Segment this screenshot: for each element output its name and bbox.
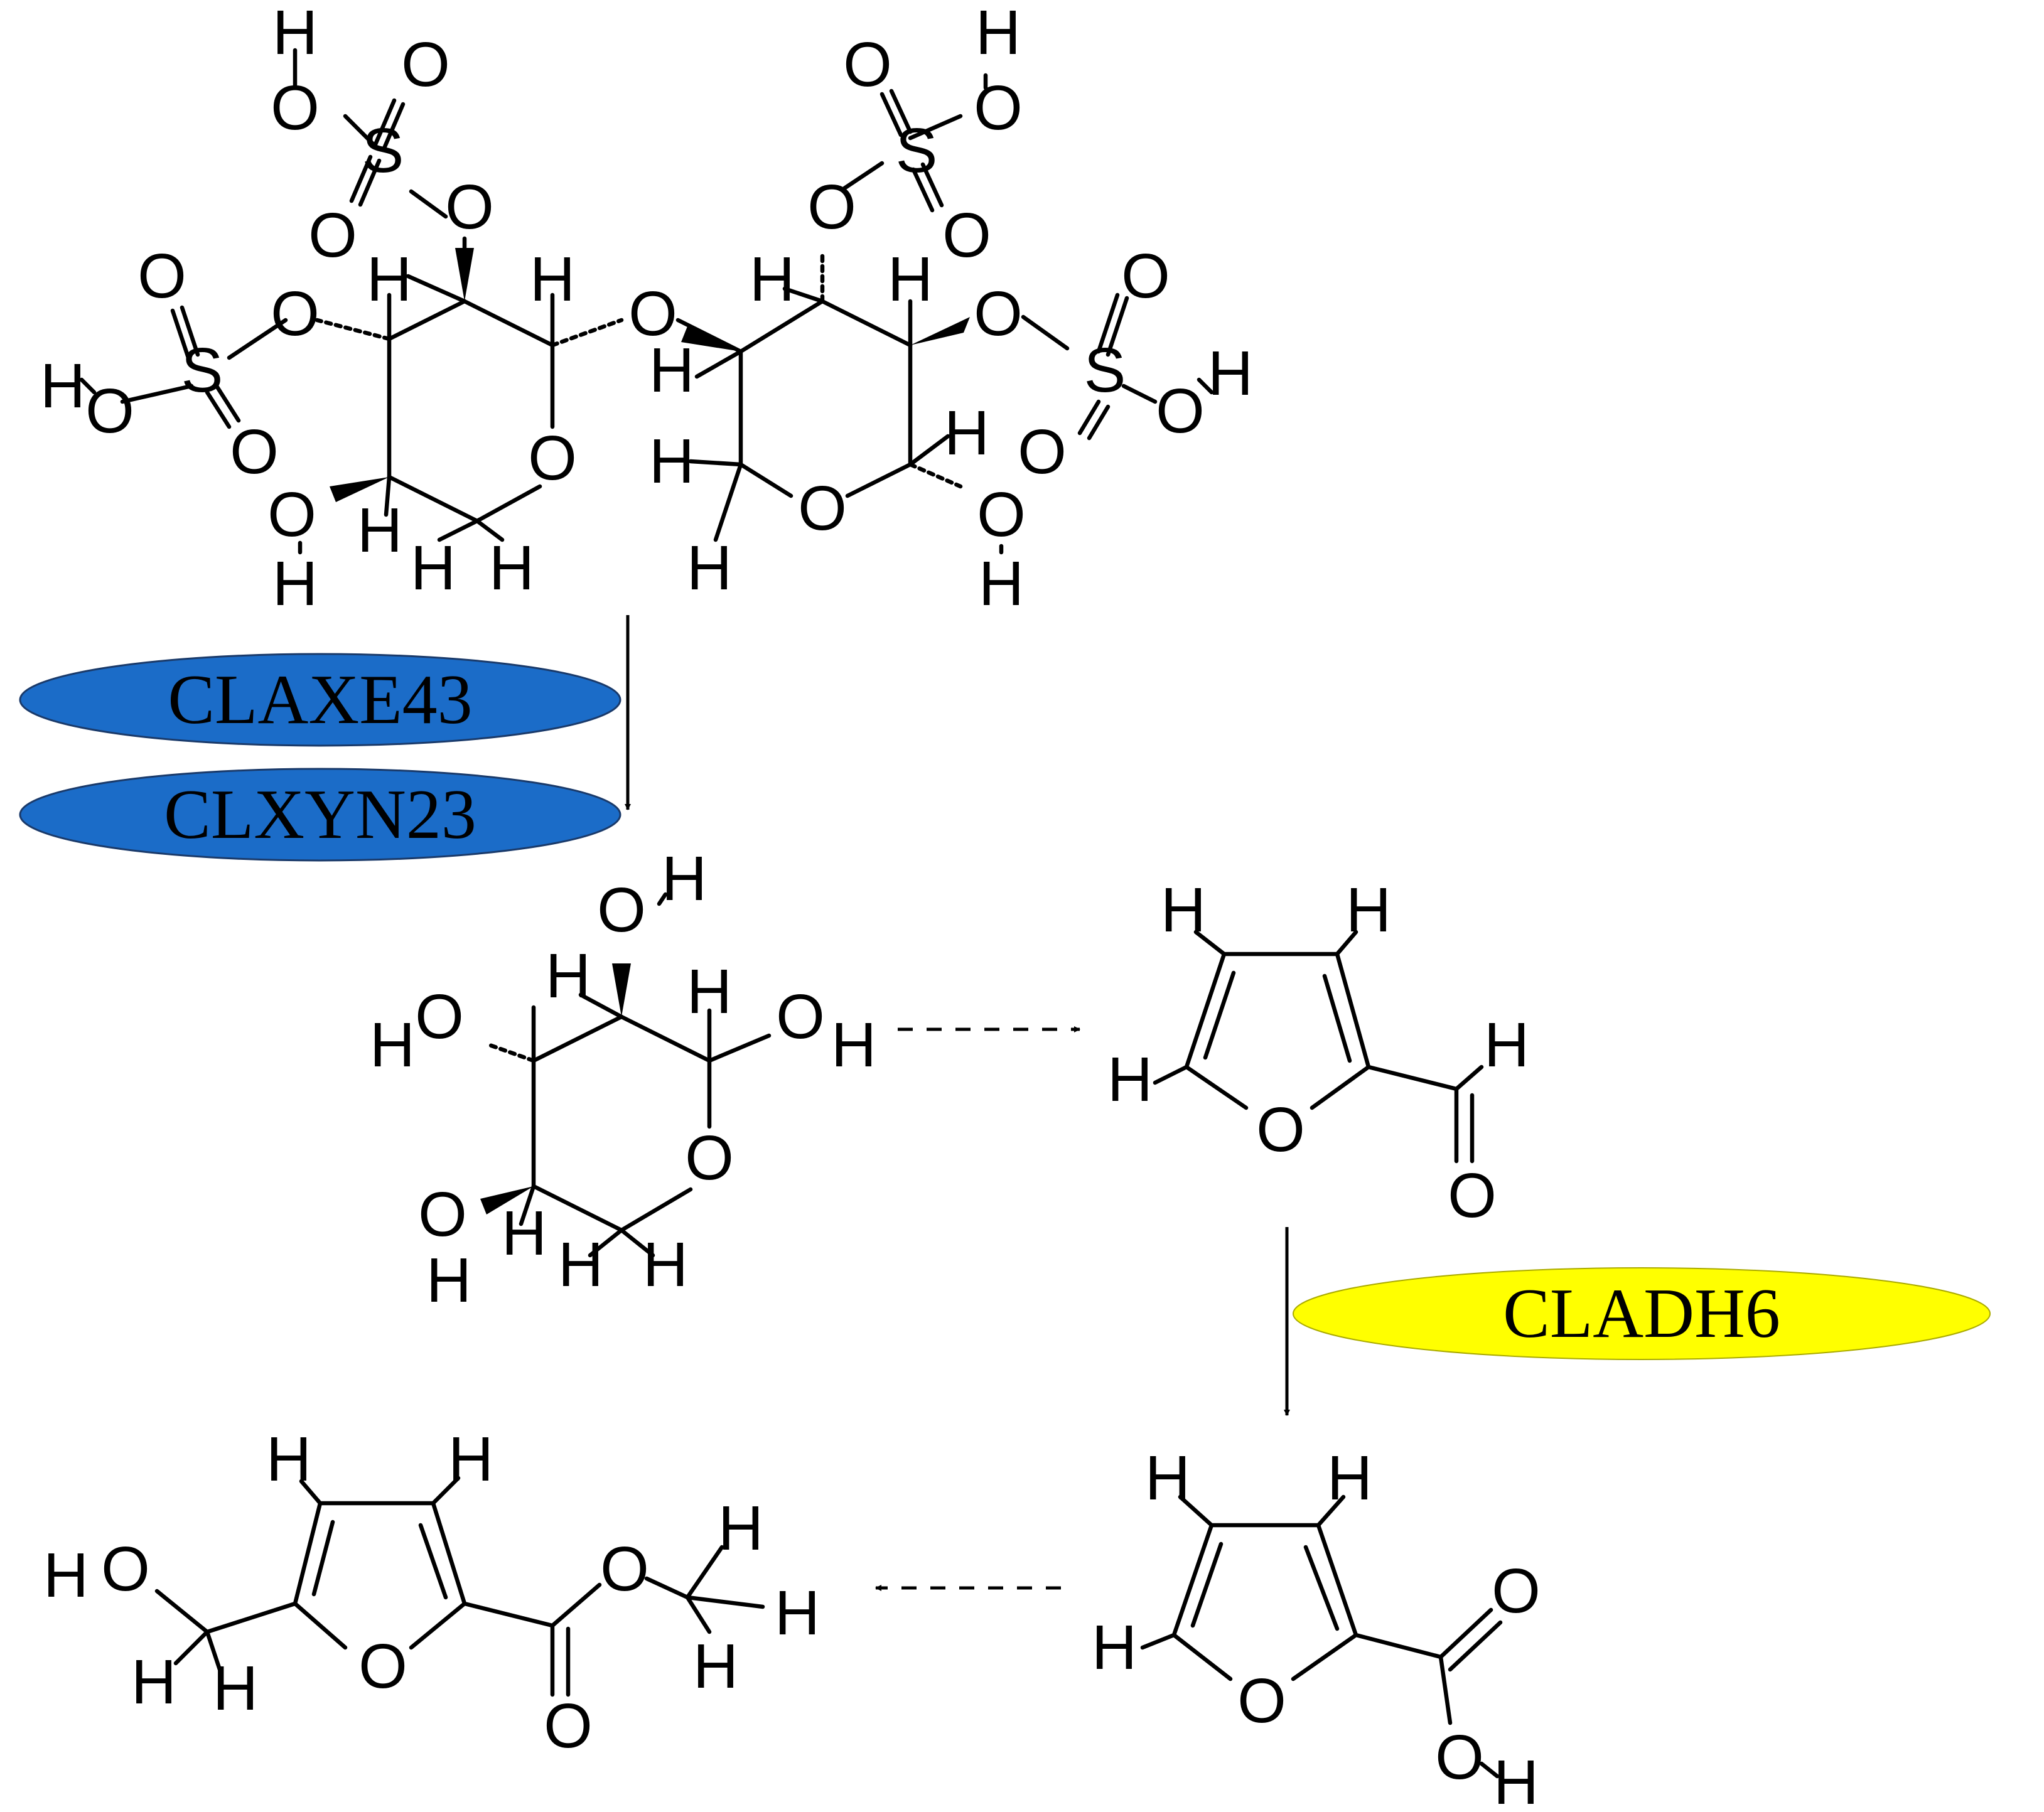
svg-text:O: O — [685, 1123, 734, 1193]
svg-text:O: O — [267, 480, 316, 550]
2-furoic-acid: H H H O O O H — [1092, 1443, 1541, 1812]
svg-text:O: O — [1492, 1556, 1541, 1626]
svg-text:O: O — [600, 1534, 649, 1604]
svg-text:H: H — [489, 533, 534, 603]
svg-text:H: H — [530, 244, 575, 314]
svg-text:O: O — [1256, 1095, 1305, 1165]
enzyme-cladh6: CLADH6 — [1293, 1267, 1991, 1360]
svg-text:H: H — [266, 1424, 311, 1494]
svg-text:O: O — [628, 279, 677, 349]
svg-text:O: O — [401, 29, 450, 100]
svg-text:H: H — [1092, 1612, 1137, 1683]
svg-text:H: H — [1327, 1443, 1372, 1513]
svg-text:O: O — [974, 279, 1023, 349]
svg-text:O: O — [1435, 1722, 1484, 1793]
svg-text:O: O — [418, 1179, 467, 1250]
svg-text:H: H — [426, 1245, 471, 1316]
svg-text:H: H — [718, 1493, 763, 1563]
svg-text:H: H — [357, 495, 402, 566]
svg-text:O: O — [1018, 417, 1067, 487]
svg-text:H: H — [976, 0, 1021, 68]
svg-text:O: O — [843, 29, 892, 100]
svg-text:O: O — [101, 1534, 150, 1604]
svg-text:H: H — [687, 957, 732, 1027]
svg-text:H: H — [1484, 1010, 1529, 1080]
svg-text:O: O — [528, 423, 577, 493]
enzyme-label-claxe43: CLAXE43 — [168, 661, 472, 739]
svg-text:S: S — [181, 335, 223, 405]
svg-text:H: H — [1493, 1747, 1539, 1812]
svg-text:O: O — [597, 875, 646, 945]
svg-text:H: H — [1208, 338, 1253, 409]
svg-text:H: H — [662, 844, 707, 914]
svg-text:H: H — [1107, 1044, 1153, 1115]
svg-text:H: H — [687, 533, 732, 603]
svg-text:H: H — [43, 1540, 89, 1611]
xylose: H O H O H H O H O O H H H H — [370, 844, 876, 1316]
svg-text:O: O — [445, 172, 494, 242]
svg-text:H: H — [831, 1010, 876, 1080]
sulfated-xylobiose: H O O S O O O O S H O O H H O O O H H H … — [40, 0, 1253, 619]
svg-text:H: H — [1346, 875, 1391, 945]
svg-text:O: O — [271, 279, 320, 349]
svg-text:H: H — [888, 244, 933, 314]
svg-text:H: H — [775, 1578, 820, 1648]
svg-text:O: O — [1156, 376, 1205, 446]
svg-text:S: S — [1084, 335, 1126, 405]
furfural: H H H O H O — [1107, 875, 1529, 1231]
enzyme-claxe43: CLAXE43 — [19, 653, 621, 747]
svg-text:H: H — [367, 244, 412, 314]
svg-text:H: H — [1145, 1443, 1190, 1513]
svg-text:O: O — [1121, 241, 1170, 311]
svg-text:H: H — [370, 1010, 415, 1080]
svg-text:H: H — [213, 1653, 258, 1724]
svg-text:H: H — [546, 941, 591, 1011]
svg-text:O: O — [308, 200, 357, 271]
enzyme-label-cladh6: CLADH6 — [1503, 1275, 1780, 1353]
svg-text:H: H — [643, 1230, 688, 1300]
svg-text:O: O — [1448, 1161, 1497, 1231]
svg-text:H: H — [979, 549, 1024, 619]
svg-text:O: O — [977, 480, 1026, 550]
svg-text:H: H — [448, 1424, 493, 1494]
svg-text:H: H — [272, 549, 318, 619]
enzyme-label-clxyn23: CLXYN23 — [164, 776, 476, 854]
svg-text:H: H — [944, 398, 989, 468]
svg-text:O: O — [544, 1691, 593, 1761]
svg-text:O: O — [137, 241, 186, 311]
svg-text:H: H — [649, 335, 694, 405]
svg-text:O: O — [415, 982, 464, 1052]
svg-text:H: H — [693, 1631, 738, 1702]
svg-text:O: O — [807, 172, 856, 242]
svg-text:H: H — [131, 1647, 176, 1717]
svg-text:H: H — [40, 351, 85, 421]
enzyme-clxyn23: CLXYN23 — [19, 768, 621, 862]
svg-text:S: S — [362, 115, 404, 186]
svg-text:O: O — [798, 473, 847, 544]
svg-text:O: O — [776, 982, 825, 1052]
svg-text:S: S — [896, 115, 938, 186]
svg-text:H: H — [750, 244, 795, 314]
svg-text:O: O — [271, 73, 320, 143]
svg-text:O: O — [1237, 1666, 1286, 1736]
svg-text:O: O — [230, 417, 279, 487]
svg-text:H: H — [1161, 875, 1206, 945]
svg-text:H: H — [411, 533, 456, 603]
svg-text:O: O — [942, 200, 991, 271]
svg-text:H: H — [502, 1198, 547, 1268]
svg-text:H: H — [558, 1230, 603, 1300]
svg-text:O: O — [85, 376, 134, 446]
svg-text:O: O — [358, 1631, 407, 1702]
svg-text:O: O — [974, 73, 1023, 143]
svg-text:H: H — [649, 426, 694, 496]
svg-text:H: H — [272, 0, 318, 68]
methyl-5-hydroxymethyl-2-furoate: H H H O O H H O H H H O — [43, 1424, 820, 1761]
